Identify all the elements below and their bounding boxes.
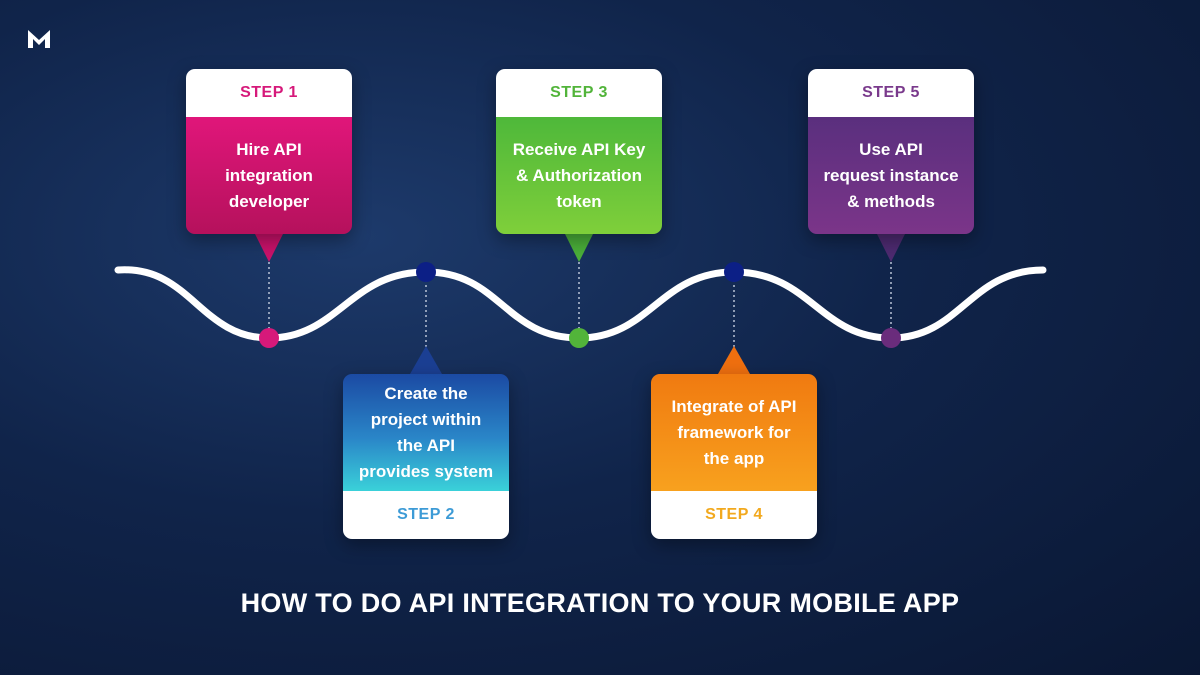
step-5-label: STEP 5 [808, 69, 974, 117]
step-4-label: STEP 4 [651, 491, 817, 539]
step-2-text: Create the project within the API provid… [358, 383, 494, 481]
step-2-card: Create the project within the API provid… [343, 374, 509, 539]
step-1-label: STEP 1 [186, 69, 352, 117]
step-4-node [724, 262, 744, 282]
step-5-node [881, 328, 901, 348]
page-title: HOW TO DO API INTEGRATION TO YOUR MOBILE… [240, 588, 960, 618]
step-5-card: STEP 5 Use API request instance & method… [808, 69, 974, 234]
step-3-card: STEP 3 Receive API Key & Authorization t… [496, 69, 662, 234]
step-3-pointer [565, 234, 593, 262]
step-4-pointer [718, 346, 750, 374]
step-4-text: Integrate of API framework for the app [671, 396, 797, 468]
step-2-pointer [410, 346, 442, 374]
step-2-label: STEP 2 [343, 491, 509, 539]
m-logo-icon [28, 30, 50, 48]
step-4-card: Integrate of API framework for the app S… [651, 374, 817, 539]
step-1-text: Hire API integration developer [225, 139, 313, 211]
step-2-node [416, 262, 436, 282]
step-1-body: Hire API integration developer [186, 117, 352, 234]
step-5-body: Use API request instance & methods [808, 117, 974, 234]
step-3-body: Receive API Key & Authorization token [496, 117, 662, 234]
step-1-pointer [255, 234, 283, 262]
step-4-body: Integrate of API framework for the app [651, 374, 817, 491]
step-1-card: STEP 1 Hire API integration developer [186, 69, 352, 234]
step-5-text: Use API request instance & methods [823, 139, 959, 211]
step-3-node [569, 328, 589, 348]
step-5-pointer [877, 234, 905, 262]
step-1-node [259, 328, 279, 348]
step-2-body: Create the project within the API provid… [343, 374, 509, 491]
step-3-text: Receive API Key & Authorization token [512, 139, 646, 211]
step-3-label: STEP 3 [496, 69, 662, 117]
